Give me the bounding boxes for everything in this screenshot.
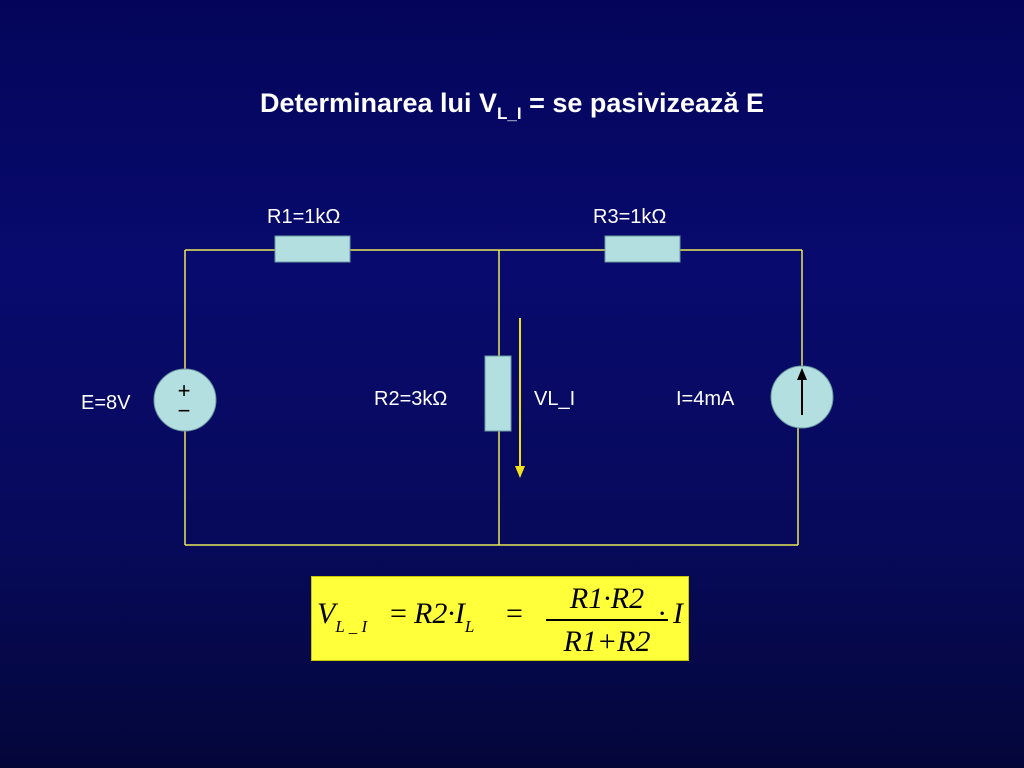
minus-sign: − <box>178 398 191 423</box>
voltage-source-icon <box>153 368 217 432</box>
i-label: I=4mA <box>676 388 735 410</box>
formula-v-subscript: L _ I <box>335 617 368 636</box>
formula-equals-1: = <box>390 597 407 630</box>
resistor-r3 <box>604 235 681 263</box>
current-source-arrow-head <box>797 368 807 380</box>
formula-equals-2: = <box>506 597 523 630</box>
formula-fraction: R1·R2 R1+R2 <box>546 581 668 660</box>
plus-sign: + <box>178 378 191 403</box>
e-label: E=8V <box>81 392 131 414</box>
title-main: Determinarea lui V <box>259 88 498 118</box>
formula-il-subscript: L <box>464 617 475 636</box>
formula-numerator: R1·R2 <box>569 582 645 615</box>
resistor-r1 <box>274 235 351 263</box>
formula-lhs: VL _ I <box>317 597 367 636</box>
slide-title: Determinarea lui VL_I = se pasivizează E <box>0 88 1024 123</box>
formula-v: V <box>317 597 336 630</box>
formula-box: VL _ I = R2·IL = R1·R2 R1+R2 · I <box>311 576 689 661</box>
vl-label: VL_I <box>534 388 576 410</box>
formula-fraction-bar <box>546 619 668 621</box>
r2-label: R2=3kΩ <box>374 388 448 410</box>
title-rest: = se pasivizează E <box>521 88 765 118</box>
r1-label: R1=1kΩ <box>267 206 341 228</box>
voltage-arrow-head <box>515 466 525 478</box>
formula-tail: · I <box>658 597 683 630</box>
r3-label: R3=1kΩ <box>593 206 667 228</box>
formula-denominator: R1+R2 <box>563 624 651 658</box>
resistor-r2 <box>484 355 512 432</box>
formula-r2-il: R2·I <box>414 597 465 630</box>
formula-middle: R2·IL <box>414 597 474 636</box>
title-subscript: L_I <box>497 104 522 123</box>
